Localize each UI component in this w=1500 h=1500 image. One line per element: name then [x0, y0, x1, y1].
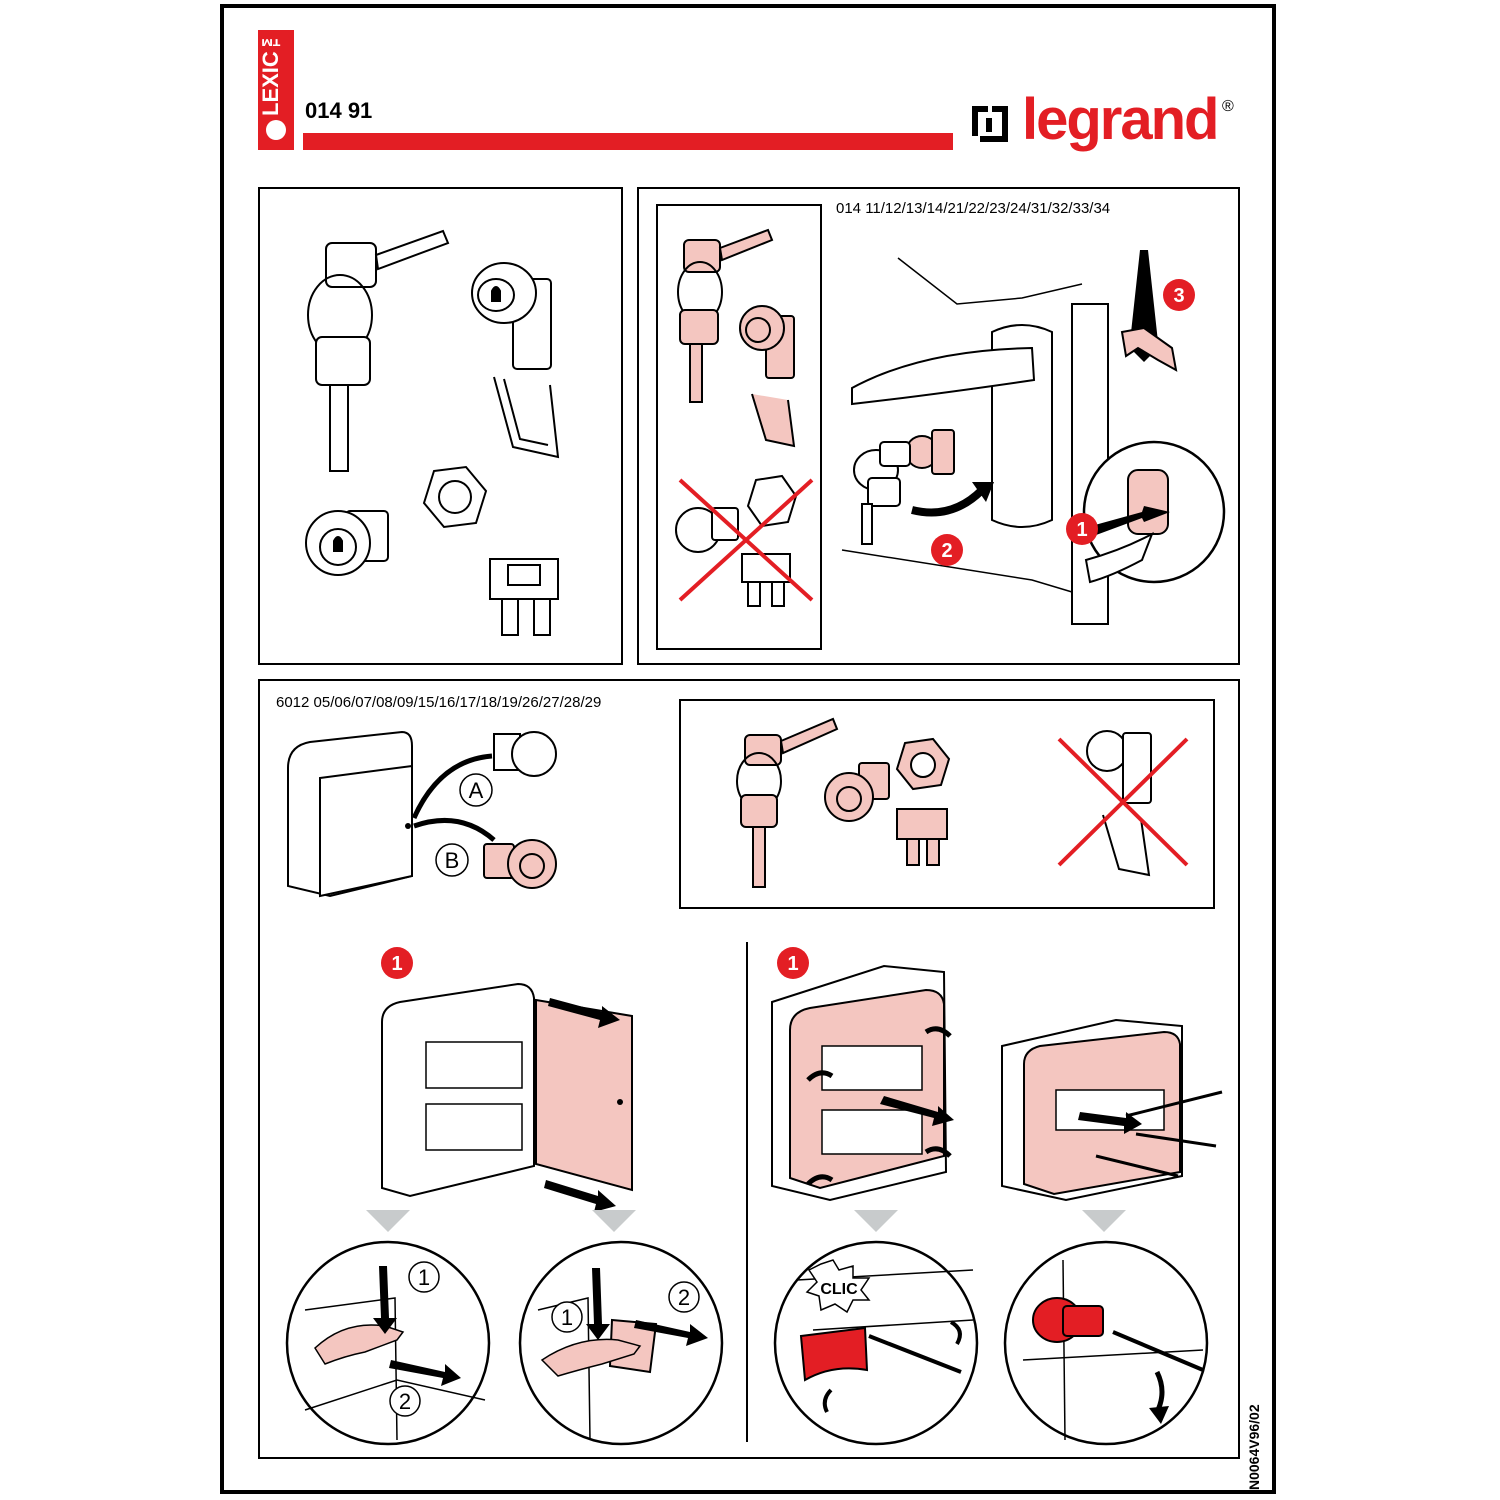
clic-label: CLIC [820, 1281, 858, 1298]
excluded-parts-2 [1086, 730, 1152, 877]
detail-label-1: 1 [418, 1265, 430, 1290]
cylinder-lock-pink-icon [483, 839, 557, 889]
step-badge-2: 2 [931, 534, 963, 566]
lexic-series-label: LEXIC™ [258, 26, 283, 116]
red-clip-icon [799, 1326, 869, 1382]
compatible-refs-2: 6012 05/06/07/08/09/15/16/17/18/19/26/27… [276, 694, 602, 711]
down-arrow-icon [592, 1210, 636, 1232]
excluded-parts [675, 474, 798, 607]
document-code: N0064V96/02 [1246, 1404, 1262, 1490]
clic-burst-icon [805, 1259, 871, 1314]
legrand-logo-mark-icon [972, 106, 1008, 142]
pull-cover-arrow-icon [880, 1096, 954, 1126]
finger-icon [314, 1324, 405, 1365]
remove-door-arrow-bottom-icon [544, 1180, 616, 1212]
product-code: 014 91 [305, 98, 373, 123]
down-arrow-icon [1082, 1210, 1126, 1232]
enclosure-options-illustration: A B [287, 730, 557, 898]
option-b-label: B [445, 848, 460, 873]
square-adapter-icon [489, 558, 559, 636]
detail-label-4: 2 [678, 1285, 690, 1310]
installation-panel-1 [637, 187, 1240, 665]
push-arrow-icon [1084, 506, 1170, 538]
kit-contents-panel [258, 187, 623, 665]
keys-icon [307, 229, 450, 472]
spring-clip-icon [493, 376, 560, 459]
detail-circle-3: CLIC [773, 1240, 979, 1446]
detail-label-3: 1 [561, 1305, 573, 1330]
keys-pink-icon [677, 228, 774, 403]
lock-insert-pink-icon [905, 429, 955, 475]
down-arrow-icon [854, 1210, 898, 1232]
detail-circle-4 [1003, 1240, 1209, 1446]
step-badge-1: 1 [1066, 513, 1098, 545]
kit-contents-illustration [305, 229, 560, 636]
rotate-arrow-icon [911, 487, 985, 517]
spring-clip-pink-icon [751, 393, 796, 448]
installation-panel-2 [258, 679, 1240, 1459]
required-parts-illustration-2 [736, 717, 1189, 888]
press-down-arrow-icon [373, 1266, 397, 1334]
brand-name: legrand [1022, 87, 1219, 152]
screwdriver-icon [868, 1334, 962, 1374]
required-parts-box-2 [679, 699, 1215, 909]
enclosure-screwdriver-illustration [1001, 1018, 1223, 1202]
door-handle-illustration [841, 250, 1226, 625]
lexic-dot-icon [266, 120, 286, 140]
square-adapter-pink-icon [896, 808, 948, 866]
door-pink-icon [535, 998, 633, 1192]
cylinder-lock-icon [305, 510, 389, 576]
clip-insert-pink-icon [1120, 326, 1178, 372]
step-badge-3: 3 [1163, 279, 1195, 311]
keys-pink-icon-2 [736, 717, 839, 888]
column-divider [746, 942, 748, 1442]
remove-door-arrow-top-icon [548, 998, 620, 1028]
svg-text:2: 2 [941, 540, 952, 562]
option-a-arrow-icon [411, 753, 493, 820]
step-badge-right: 1 [777, 947, 809, 979]
cam-lock-icon [471, 262, 552, 370]
handle-lever-icon [851, 346, 1036, 406]
slide-arrow-icon [389, 1360, 461, 1386]
option-a-label: A [469, 778, 484, 803]
required-parts-box [656, 204, 822, 650]
compatible-refs-1: 014 11/12/13/14/21/22/23/24/31/32/33/34 [836, 200, 1111, 217]
detail-circle-2: 1 2 [518, 1240, 724, 1446]
open-enclosure-illustration [381, 982, 633, 1212]
instruction-sheet [220, 4, 1276, 1494]
step-badge-left: 1 [381, 947, 413, 979]
detail-circle-1: 1 2 [285, 1240, 491, 1446]
header-red-rule [303, 133, 953, 150]
required-parts-illustration [675, 228, 814, 607]
svg-text:3: 3 [1173, 285, 1184, 307]
down-arrow-icon [366, 1210, 410, 1232]
brand-registered-mark: ® [1222, 98, 1234, 115]
cylinder-lock-pink-icon-2 [824, 762, 890, 822]
svg-text:1: 1 [391, 953, 402, 975]
option-b-arrow-icon [413, 818, 496, 842]
plug-insert-icon [493, 731, 557, 777]
key-in-lock-icon [853, 441, 911, 545]
detail-label-2: 2 [399, 1389, 411, 1414]
svg-text:1: 1 [787, 953, 798, 975]
enclosure-cover-illustration [771, 964, 954, 1202]
svg-text:1: 1 [1076, 519, 1087, 541]
cam-lock-pink-icon [739, 305, 795, 379]
